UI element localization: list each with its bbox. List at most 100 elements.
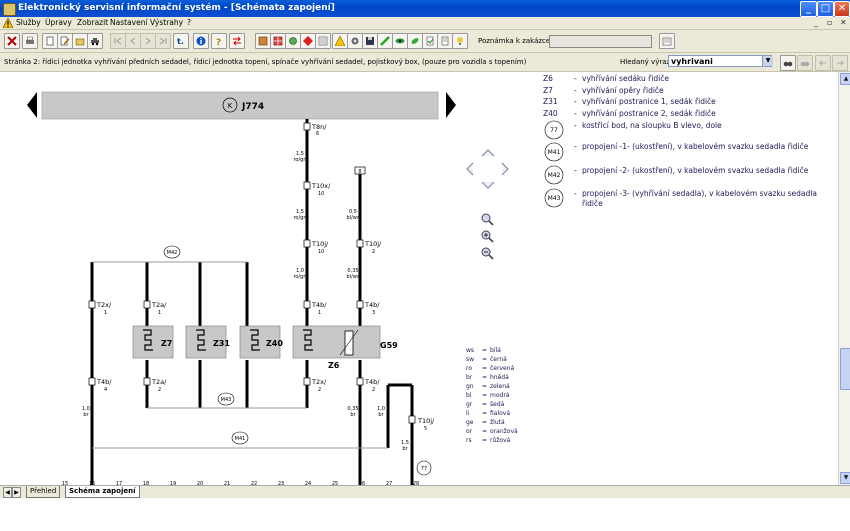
color-abbr: ge bbox=[466, 419, 474, 426]
mdi-close-button[interactable]: ✕ bbox=[840, 18, 847, 27]
tab-scroll-left[interactable]: ◀ bbox=[3, 487, 12, 498]
tool-10-button[interactable] bbox=[392, 33, 408, 49]
search-input[interactable]: vyhrivani bbox=[668, 55, 772, 67]
swap-button[interactable] bbox=[229, 33, 245, 49]
menu-help[interactable]: ? bbox=[187, 18, 191, 27]
color-abbr: sw bbox=[466, 356, 474, 363]
tool-3-button[interactable] bbox=[285, 33, 301, 49]
tool-4-button[interactable] bbox=[300, 33, 316, 49]
search-dropdown-button[interactable]: ▼ bbox=[762, 56, 773, 66]
search-button[interactable] bbox=[780, 55, 796, 71]
zoom-out-button[interactable] bbox=[481, 247, 494, 260]
minimize-button[interactable]: _ bbox=[800, 1, 817, 17]
search-next-button[interactable] bbox=[832, 55, 848, 71]
connector-marker bbox=[143, 300, 151, 309]
pan-left-button[interactable] bbox=[466, 162, 474, 176]
wire-size-label: 1,5 bbox=[296, 209, 304, 215]
vehicle-button[interactable] bbox=[87, 33, 103, 49]
conn-t4b-1-pin: 1 bbox=[318, 310, 321, 316]
heater-z6-box bbox=[292, 325, 381, 359]
vertical-scrollbar[interactable]: ▲ ▼ bbox=[838, 72, 850, 485]
menu-sluzby[interactable]: Služby bbox=[16, 18, 41, 27]
folder-icon bbox=[75, 38, 85, 46]
tool-11-button[interactable] bbox=[407, 33, 423, 49]
t-button[interactable]: t. bbox=[173, 33, 189, 49]
prev-sheet-arrow[interactable] bbox=[27, 92, 37, 118]
conn-t10j-5: T10j/ bbox=[417, 417, 435, 425]
search-prev-button[interactable] bbox=[815, 55, 831, 71]
help-button[interactable]: ? bbox=[211, 33, 227, 49]
legend-desc: vyhřívání postranice 2, sedák řidiče bbox=[582, 109, 716, 118]
close-button[interactable]: ✕ bbox=[834, 1, 850, 17]
tab-prehled[interactable]: Přehled bbox=[26, 486, 61, 498]
search-options-button[interactable] bbox=[797, 55, 813, 71]
new-button[interactable] bbox=[42, 33, 58, 49]
menu-nastaveni[interactable]: Nastavení bbox=[110, 18, 148, 27]
conn-t10j-b: T10j/ bbox=[364, 240, 382, 248]
conn-t8n-pin: 6 bbox=[316, 131, 319, 137]
edit-button[interactable] bbox=[57, 33, 73, 49]
tool-9-button[interactable] bbox=[377, 33, 393, 49]
gear-icon bbox=[351, 37, 359, 45]
conn-t10j-b-pin: 2 bbox=[372, 249, 375, 255]
menu-vystrahy[interactable]: Výstrahy bbox=[150, 18, 184, 27]
legend-dash: - bbox=[574, 142, 577, 151]
conn-t2x-2: T2x/ bbox=[311, 378, 327, 386]
component-z7-label: Z7 bbox=[161, 339, 172, 348]
eye-icon bbox=[395, 38, 405, 44]
pan-up-button[interactable] bbox=[481, 149, 495, 157]
scroll-thumb[interactable] bbox=[840, 348, 850, 390]
pan-down-button[interactable] bbox=[481, 181, 495, 189]
color-name: zelená bbox=[490, 383, 510, 390]
color-eq: = bbox=[482, 410, 487, 417]
tool-14-button[interactable] bbox=[452, 33, 468, 49]
note-input[interactable] bbox=[549, 35, 652, 48]
tool-12-button[interactable] bbox=[422, 33, 438, 49]
first-page-button[interactable] bbox=[110, 33, 126, 49]
conn-t4b-4: T4b/ bbox=[96, 378, 112, 386]
tool-2-button[interactable] bbox=[270, 33, 286, 49]
note-edit-button[interactable] bbox=[659, 33, 675, 49]
warning-tool-button[interactable] bbox=[332, 33, 348, 49]
tool-5-button[interactable] bbox=[315, 33, 331, 49]
legend-desc: vyhřívání opěry řidiče bbox=[582, 86, 664, 95]
print-button[interactable] bbox=[22, 33, 38, 49]
tool-8-button[interactable] bbox=[362, 33, 378, 49]
color-name: šedá bbox=[490, 401, 505, 408]
menu-upravy[interactable]: Úpravy bbox=[45, 18, 72, 27]
zoom-in-button[interactable] bbox=[481, 230, 494, 243]
info-button[interactable] bbox=[193, 33, 209, 49]
scroll-up-button[interactable]: ▲ bbox=[840, 73, 850, 85]
next-page-button[interactable] bbox=[140, 33, 156, 49]
last-icon bbox=[159, 37, 167, 45]
next-sheet-arrow[interactable] bbox=[446, 92, 456, 118]
tool-7-button[interactable] bbox=[347, 33, 363, 49]
tool-1-button[interactable] bbox=[255, 33, 271, 49]
color-eq: = bbox=[482, 419, 487, 426]
pan-right-button[interactable] bbox=[501, 162, 509, 176]
component-z31-label: Z31 bbox=[213, 339, 230, 348]
legend-circle-desc: propojení -1- (ukostření), v kabelovém s… bbox=[582, 142, 809, 151]
conn-t2a-1: T2a/ bbox=[151, 301, 167, 309]
connector-marker bbox=[356, 239, 364, 248]
color-abbr: bl bbox=[466, 392, 472, 399]
tab-schema-zapojeni[interactable]: Schéma zapojení bbox=[65, 486, 140, 498]
color-eq: = bbox=[482, 374, 487, 381]
last-page-button[interactable] bbox=[155, 33, 171, 49]
archive-button[interactable] bbox=[72, 33, 88, 49]
search-label: Hledaný výraz: bbox=[620, 58, 673, 66]
tool-13-button[interactable] bbox=[437, 33, 453, 49]
first-icon bbox=[114, 37, 122, 45]
diagram-canvas[interactable]: K J774 8 bbox=[0, 72, 838, 485]
legend-circle-code: 77 bbox=[550, 127, 558, 134]
zoom-button[interactable] bbox=[481, 213, 494, 226]
scroll-down-button[interactable]: ▼ bbox=[840, 472, 850, 484]
maximize-button[interactable]: □ bbox=[817, 1, 834, 17]
mdi-minimize-button[interactable]: _ bbox=[814, 18, 818, 27]
mdi-restore-button[interactable]: ▫ bbox=[827, 18, 833, 27]
exit-button[interactable] bbox=[4, 33, 20, 49]
menu-zobrazit[interactable]: Zobrazit bbox=[77, 18, 109, 27]
prev-page-button[interactable] bbox=[125, 33, 141, 49]
conn-t2x-1-pin: 1 bbox=[104, 310, 107, 316]
tab-scroll-right[interactable]: ▶ bbox=[12, 487, 21, 498]
